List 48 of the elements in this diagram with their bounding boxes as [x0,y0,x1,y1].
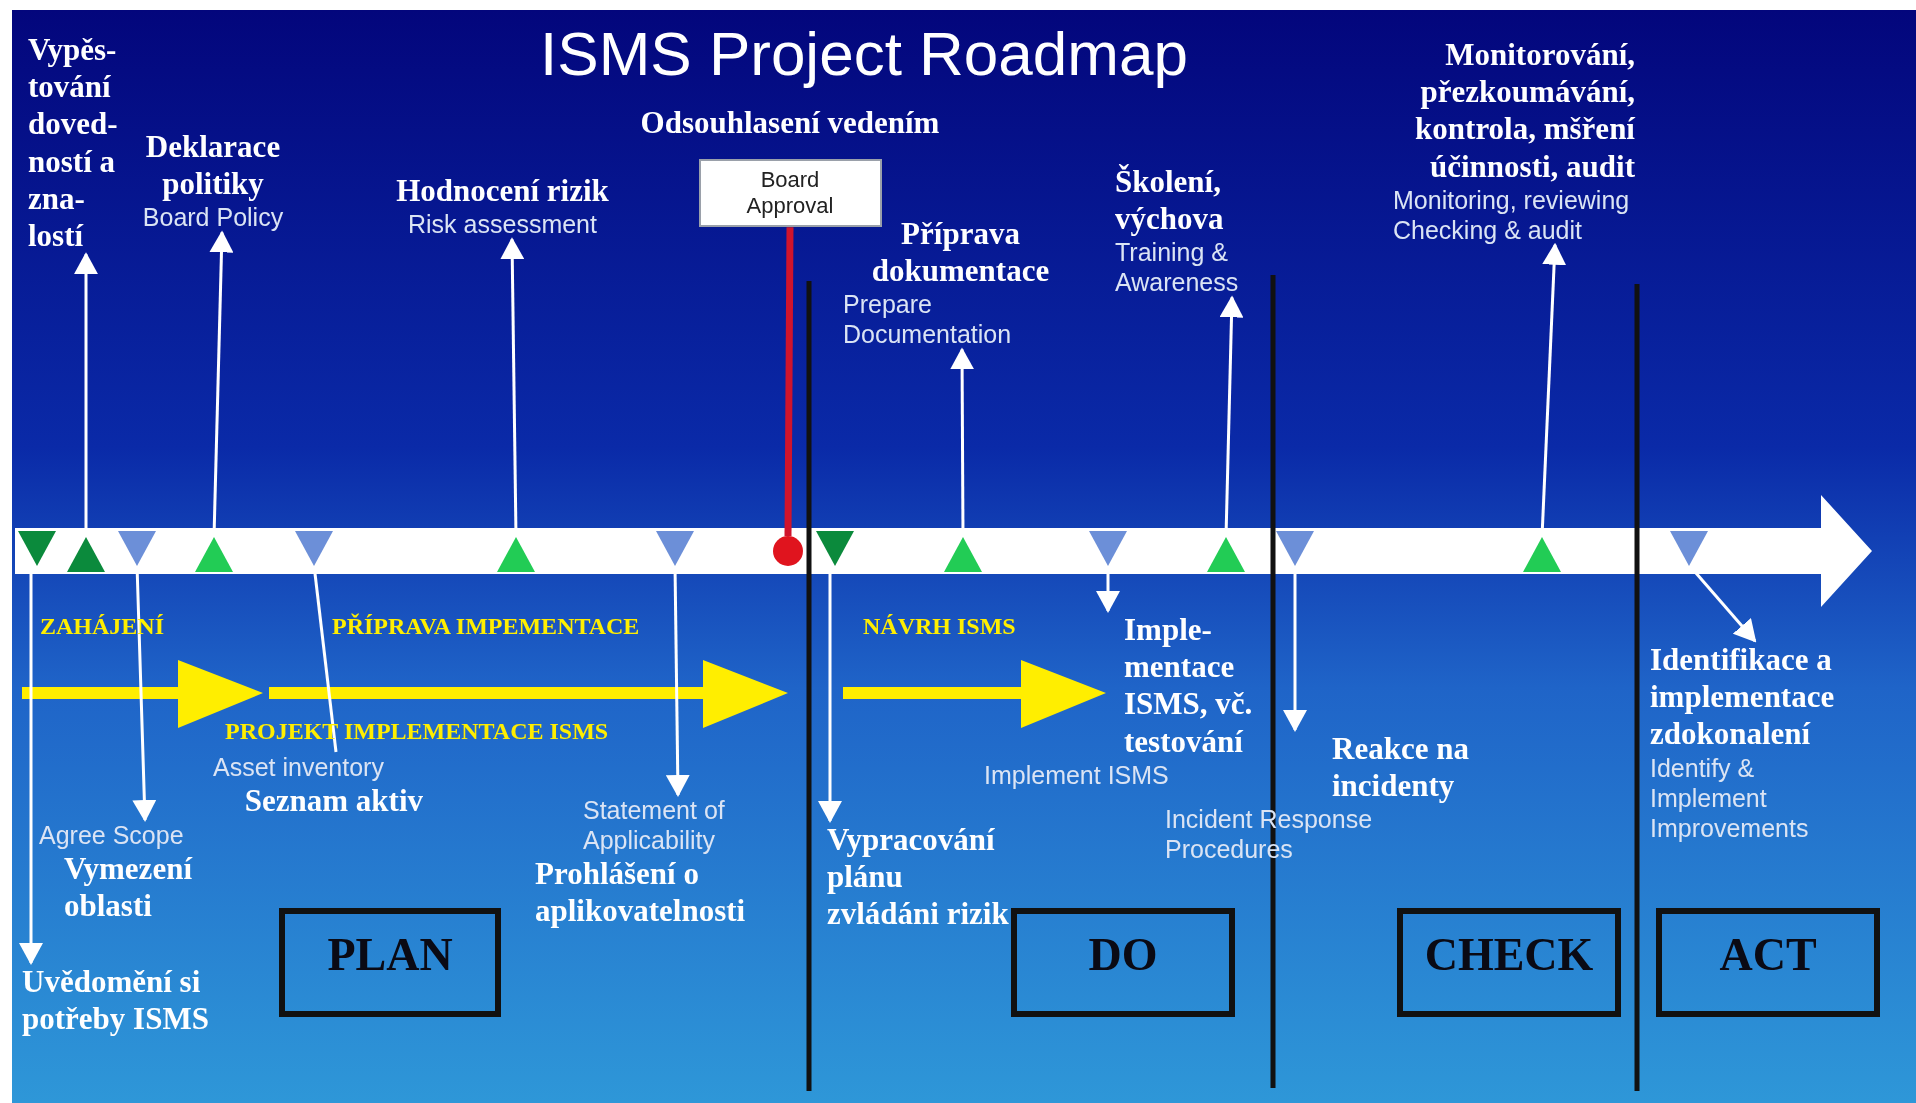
milestone-label: Deklarace politiky [144,128,282,203]
milestone-triangle [1207,537,1245,572]
milestone-triangle [1276,531,1314,566]
milestone-label: Imple- mentace ISMS, vč. testování [1124,611,1254,760]
milestone-caption: Implement ISMS [984,759,1170,790]
milestone-caption: Prepare Documentation [843,289,1013,350]
phase-label: NÁVRH ISMS [863,613,1016,640]
milestone-triangle [656,531,694,566]
milestone-label: Hodnocení rizik [395,172,610,210]
phase-box: PLAN [279,908,501,1017]
milestone-label: Identifikace a implementace zdokonalení [1650,641,1836,753]
milestone-triangle [118,531,156,566]
milestone-label: Školení, výchova [1115,163,1225,238]
milestone-triangle [67,537,105,572]
milestone-dot [773,536,803,566]
milestone-label: Prohlášení o aplikovatelnosti [535,855,747,930]
connector-line [784,227,794,537]
milestone-caption: Board Policy [141,202,285,233]
milestone-caption: Agree Scope [39,820,185,850]
milestone-caption: Monitoring, reviewing Checking & audit [1393,184,1631,245]
milestone-triangle [18,531,56,566]
milestone-label: Seznam aktiv [243,782,423,820]
milestone-triangle [816,531,854,566]
milestone-label: Vymezení oblasti [64,850,194,925]
milestone-triangle [497,537,535,572]
milestone-label: Vypěs- tování doved- ností a zna- lostí [28,31,119,255]
milestone-caption: Risk assessment [407,209,598,240]
milestone-caption: Training & Awareness [1115,237,1240,298]
milestone-label: Vypracování plánu zvládáni rizik [827,821,1010,933]
approval-box: Board Approval [698,159,882,228]
phase-box: CHECK [1397,908,1621,1017]
milestone-triangle [1670,531,1708,566]
phase-box: ACT [1656,908,1880,1017]
milestone-label: Reakce na incidenty [1332,730,1470,805]
milestone-triangle [295,531,333,566]
milestone-caption: Identify & Implement Improvements [1650,752,1810,843]
milestone-triangle [195,537,233,572]
milestone-caption: Asset inventory [213,752,385,782]
milestone-triangle [1523,537,1561,572]
diagram-title: ISMS Project Roadmap [540,18,1188,89]
milestone-label: Monitorování, přezkoumávání, kontrola, mšření účinnosti, audit [1414,36,1635,185]
milestone-caption: Statement of Applicability [583,795,726,855]
milestone-label: Uvědomění si potřeby ISMS [22,963,210,1038]
milestone-triangle [1089,531,1127,566]
phase-label: PŘÍPRAVA IMPEMENTACE [332,613,640,640]
milestone-triangle [944,537,982,572]
milestone-label: Odsouhlasení vedením [639,104,941,142]
phase-box: DO [1011,908,1235,1017]
